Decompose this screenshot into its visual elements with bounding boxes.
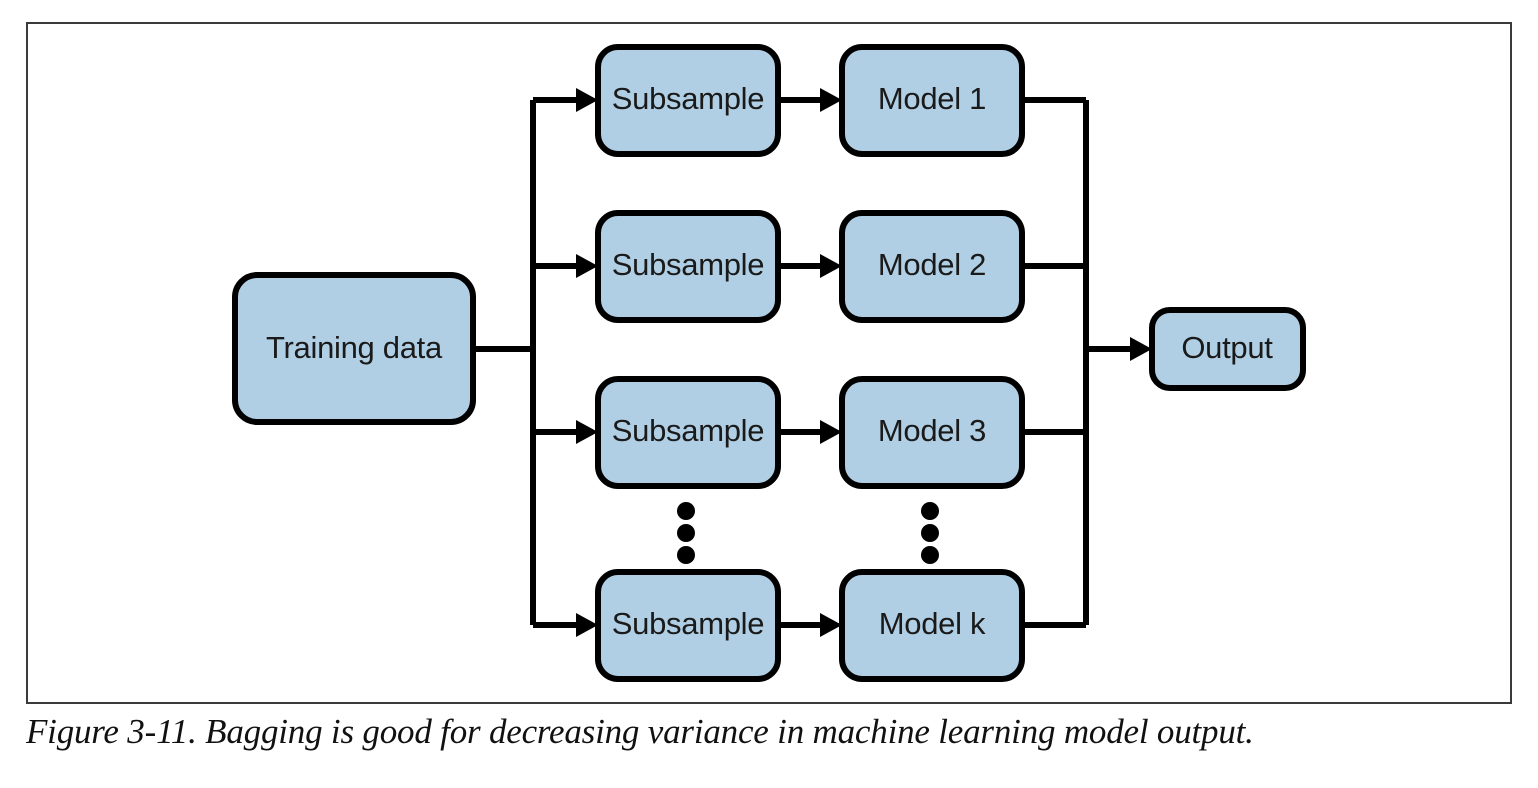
node-subsample-3-label: Subsample: [612, 413, 764, 448]
vertical-ellipsis-subsample-column: [677, 502, 695, 564]
connector-bus-to-subsample-1: [533, 88, 598, 112]
node-subsample-2[interactable]: Subsample: [595, 210, 781, 323]
node-subsample-2-label: Subsample: [612, 247, 764, 282]
bagging-flowchart: Training data Subsample Subsample Subsam…: [232, 44, 1306, 682]
connector-bus-to-subsample-3: [533, 420, 598, 444]
connector-subsample-1-to-model-1: [778, 88, 842, 112]
connector-subsample-2-to-model-2: [778, 254, 842, 278]
node-subsample-1-label: Subsample: [612, 81, 764, 116]
connector-subsample-3-to-model-3: [778, 420, 842, 444]
node-model-2-label: Model 2: [878, 247, 986, 282]
figure-caption: Figure 3-11. Bagging is good for decreas…: [26, 712, 1254, 751]
connector-bus-to-subsample-4: [533, 613, 598, 637]
node-subsample-1[interactable]: Subsample: [595, 44, 781, 157]
node-subsample-4[interactable]: Subsample: [595, 569, 781, 682]
node-subsample-4-label: Subsample: [612, 606, 764, 641]
connector-bus-to-output: [1086, 337, 1152, 361]
node-subsample-3[interactable]: Subsample: [595, 376, 781, 489]
node-model-3[interactable]: Model 3: [839, 376, 1025, 489]
node-output-label: Output: [1181, 330, 1273, 365]
node-model-2[interactable]: Model 2: [839, 210, 1025, 323]
node-model-4[interactable]: Model k: [839, 569, 1025, 682]
node-training-data-label: Training data: [266, 330, 443, 365]
connector-subsample-4-to-model-4: [778, 613, 842, 637]
node-output[interactable]: Output: [1149, 307, 1306, 391]
node-model-1-label: Model 1: [878, 81, 986, 116]
node-model-3-label: Model 3: [878, 413, 986, 448]
node-model-1[interactable]: Model 1: [839, 44, 1025, 157]
vertical-ellipsis-model-column: [921, 502, 939, 564]
node-model-4-label: Model k: [879, 606, 986, 641]
node-training-data[interactable]: Training data: [232, 272, 476, 425]
connector-bus-to-subsample-2: [533, 254, 598, 278]
